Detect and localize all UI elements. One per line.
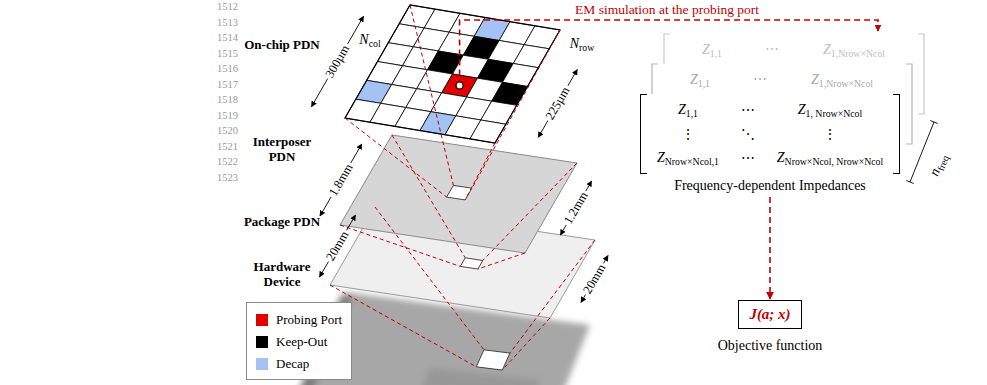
dimension: 300µm [321,41,353,83]
line-number: 1513 [217,17,238,29]
impedance-matrix: Z1,1⋯Z1, Nrow×Ncol⋮⋱⋮ZNrow×Ncol,1⋯ZNrow×… [640,94,900,194]
grid-size-label: Nrow [570,36,595,52]
legend-text: Decap [276,356,309,372]
layer-name: Hardware Device [242,260,322,290]
text-part: Z [657,150,665,165]
text-part: N [570,36,579,51]
zoom-square [460,258,483,269]
objective-formula: J(a; x) [749,306,790,323]
legend-swatch [256,336,268,348]
legend-text: Probing Port [276,312,342,328]
probe-dot [456,82,463,89]
ghost-entry: ⋯ [765,42,779,58]
dimension: 225µm [542,83,574,125]
objective-box: J(a; x)Objective function [738,300,801,329]
legend-row: Decap [247,353,351,375]
zoom-line [483,163,577,260]
text-part: 1,1 [710,48,722,59]
dimension-lines [312,16,609,302]
matrix-entry: ⋮ [681,126,695,143]
matrix-entry: ZNrow×Ncol, Nrow×Ncol [777,150,883,166]
legend-row: Keep-Out [247,331,351,353]
layer-name: Package PDN [242,215,322,230]
legend: Probing PortKeep-OutDecap [246,302,352,380]
text-part: Z [823,42,831,57]
text-part: Z [811,72,819,87]
zoom-square [447,185,472,200]
matrix-caption: Frequency-dependent Impedances [640,178,900,194]
dimension: 20mm [579,260,609,298]
matrix-bracket [893,94,900,174]
depth-label: nfreq [926,151,949,178]
grid-size-label: Ncol [359,32,380,48]
matrix-entry: ⋯ [741,102,755,119]
matrix-entry: ⋮ [823,126,837,143]
matrix-body: Z1,1⋯Z1, Nrow×Ncol⋮⋱⋮ZNrow×Ncol,1⋯ZNrow×… [640,94,900,174]
line-number: 1519 [217,110,238,122]
legend-swatch [256,358,268,370]
line-number: 1516 [217,63,238,75]
chip-outline [345,5,560,143]
zoom-line [478,253,525,269]
line-number: 1518 [217,94,238,106]
text-part: col [369,38,381,49]
line-number: 1514 [217,32,238,44]
text-part: Nrow×Ncol, Nrow×Ncol [785,156,884,167]
interposer-plane [340,135,577,253]
layer-name: Interposer PDN [242,135,322,165]
text-part: Nrow×Ncol,1 [665,156,719,167]
text-part: 1,Nrow×Ncol [819,78,873,89]
text-part: 1,Nrow×Ncol [831,48,885,59]
text-part: freq [935,154,951,173]
line-number: 1521 [217,141,238,153]
dashed-arrow [769,197,771,299]
zoom-line [340,225,460,266]
text-part: 1,1 [698,78,710,89]
layer-name: On-chip PDN [242,38,322,53]
zoom-line [345,118,447,197]
zoom-line [465,143,495,200]
text-part: Z [678,102,686,117]
zoom-line [392,135,465,258]
text-part: N [359,32,368,47]
zoom-line [502,318,550,370]
text-part: row [579,42,594,53]
zoom-line [510,240,595,353]
text-part: Z [798,102,806,117]
legend-swatch [256,314,268,326]
arrow-caption: EM simulation at the probing port [575,2,759,18]
text-part: Z [777,150,785,165]
text-part: 1, Nrow×Ncol [806,108,863,119]
ghost-entry: ⋯ [753,72,767,88]
zoom-line [410,5,453,185]
matrix-entry: ⋯ [741,150,755,167]
matrix-entry: Z1,1 [678,102,698,118]
dimension: 1.8mm [325,159,357,200]
line-number: 1522 [217,156,238,168]
line-number: 1523 [217,172,238,184]
text-part: Z [702,42,710,57]
line-number: 1515 [217,48,238,60]
legend-text: Keep-Out [276,334,327,350]
matrix-bracket [640,94,647,174]
matrix-entry: ⋱ [741,126,755,143]
line-number: 1517 [217,79,238,91]
line-number: 1520 [217,125,238,137]
ghost-entry: Z1,1 [690,72,710,88]
matrix-entry: ZNrow×Ncol,1 [657,150,719,166]
line-number: 1512 [217,1,238,13]
text-part: Z [690,72,698,87]
ghost-entry: Z1,1 [702,42,722,58]
matrix-entry: Z1, Nrow×Ncol [798,102,862,118]
ghost-entry: Z1,Nrow×Ncol [811,72,873,88]
text-part: 1,1 [686,108,698,119]
zoom-line [375,207,484,350]
ghost-entry: Z1,Nrow×Ncol [823,42,885,58]
dimension: 1.2mm [560,187,592,228]
objective-caption: Objective function [718,338,823,354]
legend-row: Probing Port [247,309,351,331]
